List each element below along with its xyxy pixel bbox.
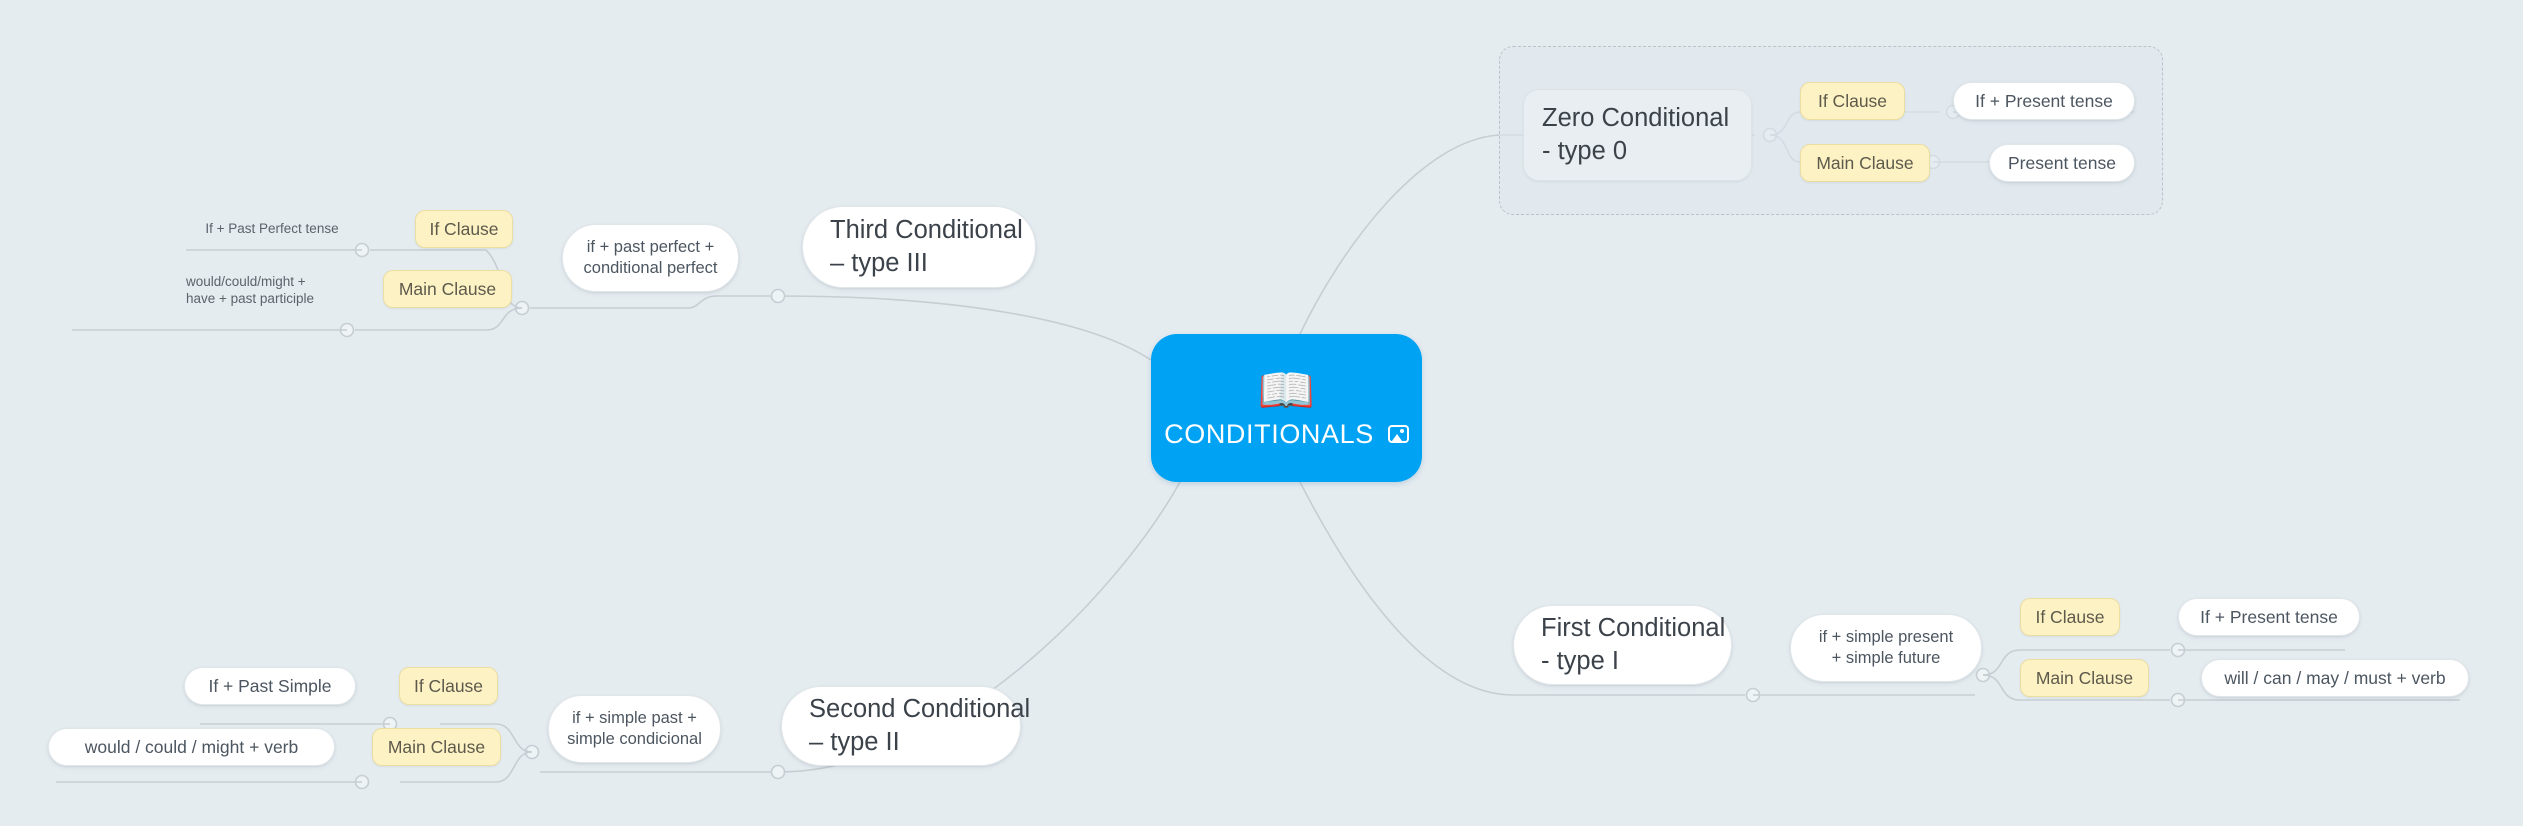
branch-title-first-conditional[interactable]: First Conditional - type I [1513, 605, 1732, 685]
clause-label-third-main[interactable]: Main Clause [383, 270, 512, 308]
branch-formula-third-conditional[interactable]: if + past perfect + conditional perfect [562, 224, 739, 292]
formula-line-1: if + simple past + [572, 708, 697, 727]
clause-value-zero-main[interactable]: Present tense [1989, 144, 2135, 182]
clause-label-third-if[interactable]: If Clause [415, 210, 513, 248]
branch-title-line-2: – type II [809, 728, 900, 756]
central-node-label-row: CONDITIONALS [1164, 419, 1409, 450]
branch-title-line-2: – type III [830, 249, 928, 277]
clause-label-second-main[interactable]: Main Clause [372, 728, 501, 766]
branch-title-line-1: Zero Conditional [1542, 104, 1730, 133]
clause-label-text: If Clause [413, 675, 484, 696]
clause-value-text: If + Present tense [2200, 606, 2338, 627]
clause-label-first-if[interactable]: If Clause [2020, 598, 2120, 636]
formula-line-2: simple condicional [567, 730, 702, 748]
clause-value-line-1: would/could/might + [186, 273, 306, 289]
clause-value-second-if[interactable]: If + Past Simple [184, 667, 356, 705]
clause-value-first-main[interactable]: will / can / may / must + verb [2201, 659, 2469, 697]
branch-title-line-2: - type I [1541, 647, 1619, 675]
branch-title-line-1: Third Conditional [830, 216, 1023, 245]
clause-label-text: If Clause [429, 218, 499, 239]
clause-label-text: Main Clause [1816, 152, 1914, 173]
clause-value-first-if[interactable]: If + Present tense [2178, 598, 2360, 636]
clause-value-text: Present tense [2008, 152, 2116, 173]
branch-title-line-2: - type 0 [1542, 137, 1628, 165]
clause-value-second-main[interactable]: would / could / might + verb [48, 728, 335, 766]
branch-title-line-1: First Conditional [1541, 614, 1726, 643]
page-title: CONDITIONALS [1164, 418, 1374, 449]
clause-value-text: If + Past Simple [208, 675, 332, 696]
clause-label-zero-main[interactable]: Main Clause [1800, 144, 1930, 182]
clause-label-text: Main Clause [2035, 667, 2134, 688]
clause-label-text: Main Clause [387, 736, 486, 757]
image-icon[interactable] [1387, 425, 1409, 443]
clause-label-first-main[interactable]: Main Clause [2020, 659, 2149, 697]
central-node-conditionals[interactable]: 📖 CONDITIONALS [1151, 334, 1422, 482]
branch-title-third-conditional[interactable]: Third Conditional – type III [802, 206, 1036, 288]
formula-line-2: conditional perfect [583, 259, 718, 277]
formula-line-1: if + past perfect + [586, 237, 715, 256]
clause-value-text: would / could / might + verb [84, 736, 299, 757]
clause-value-text: If + Present tense [1975, 90, 2113, 111]
open-book-icon: 📖 [1257, 363, 1316, 416]
clause-value-zero-if[interactable]: If + Present tense [1953, 82, 2135, 120]
clause-label-text: Main Clause [398, 278, 497, 299]
clause-label-second-if[interactable]: If Clause [399, 667, 498, 705]
clause-label-text: If Clause [2035, 606, 2105, 627]
clause-value-text: will / can / may / must + verb [2224, 667, 2446, 688]
clause-value-third-main[interactable]: would/could/might + have + past particip… [186, 268, 346, 312]
formula-line-2: + simple future [1831, 649, 1941, 667]
clause-value-text: If + Past Perfect tense [205, 221, 339, 237]
clause-label-zero-if[interactable]: If Clause [1800, 82, 1905, 120]
clause-value-line-2: have + past participle [186, 291, 314, 306]
clause-label-text: If Clause [1817, 90, 1888, 111]
branch-title-line-1: Second Conditional [809, 695, 1031, 724]
clause-value-third-if[interactable]: If + Past Perfect tense [186, 217, 358, 241]
branch-formula-first-conditional[interactable]: if + simple present + simple future [1790, 614, 1982, 682]
branch-title-second-conditional[interactable]: Second Conditional – type II [781, 686, 1030, 766]
formula-line-1: if + simple present [1818, 627, 1954, 646]
branch-title-zero-conditional[interactable]: Zero Conditional - type 0 [1523, 89, 1752, 181]
branch-formula-second-conditional[interactable]: if + simple past + simple condicional [548, 695, 721, 763]
